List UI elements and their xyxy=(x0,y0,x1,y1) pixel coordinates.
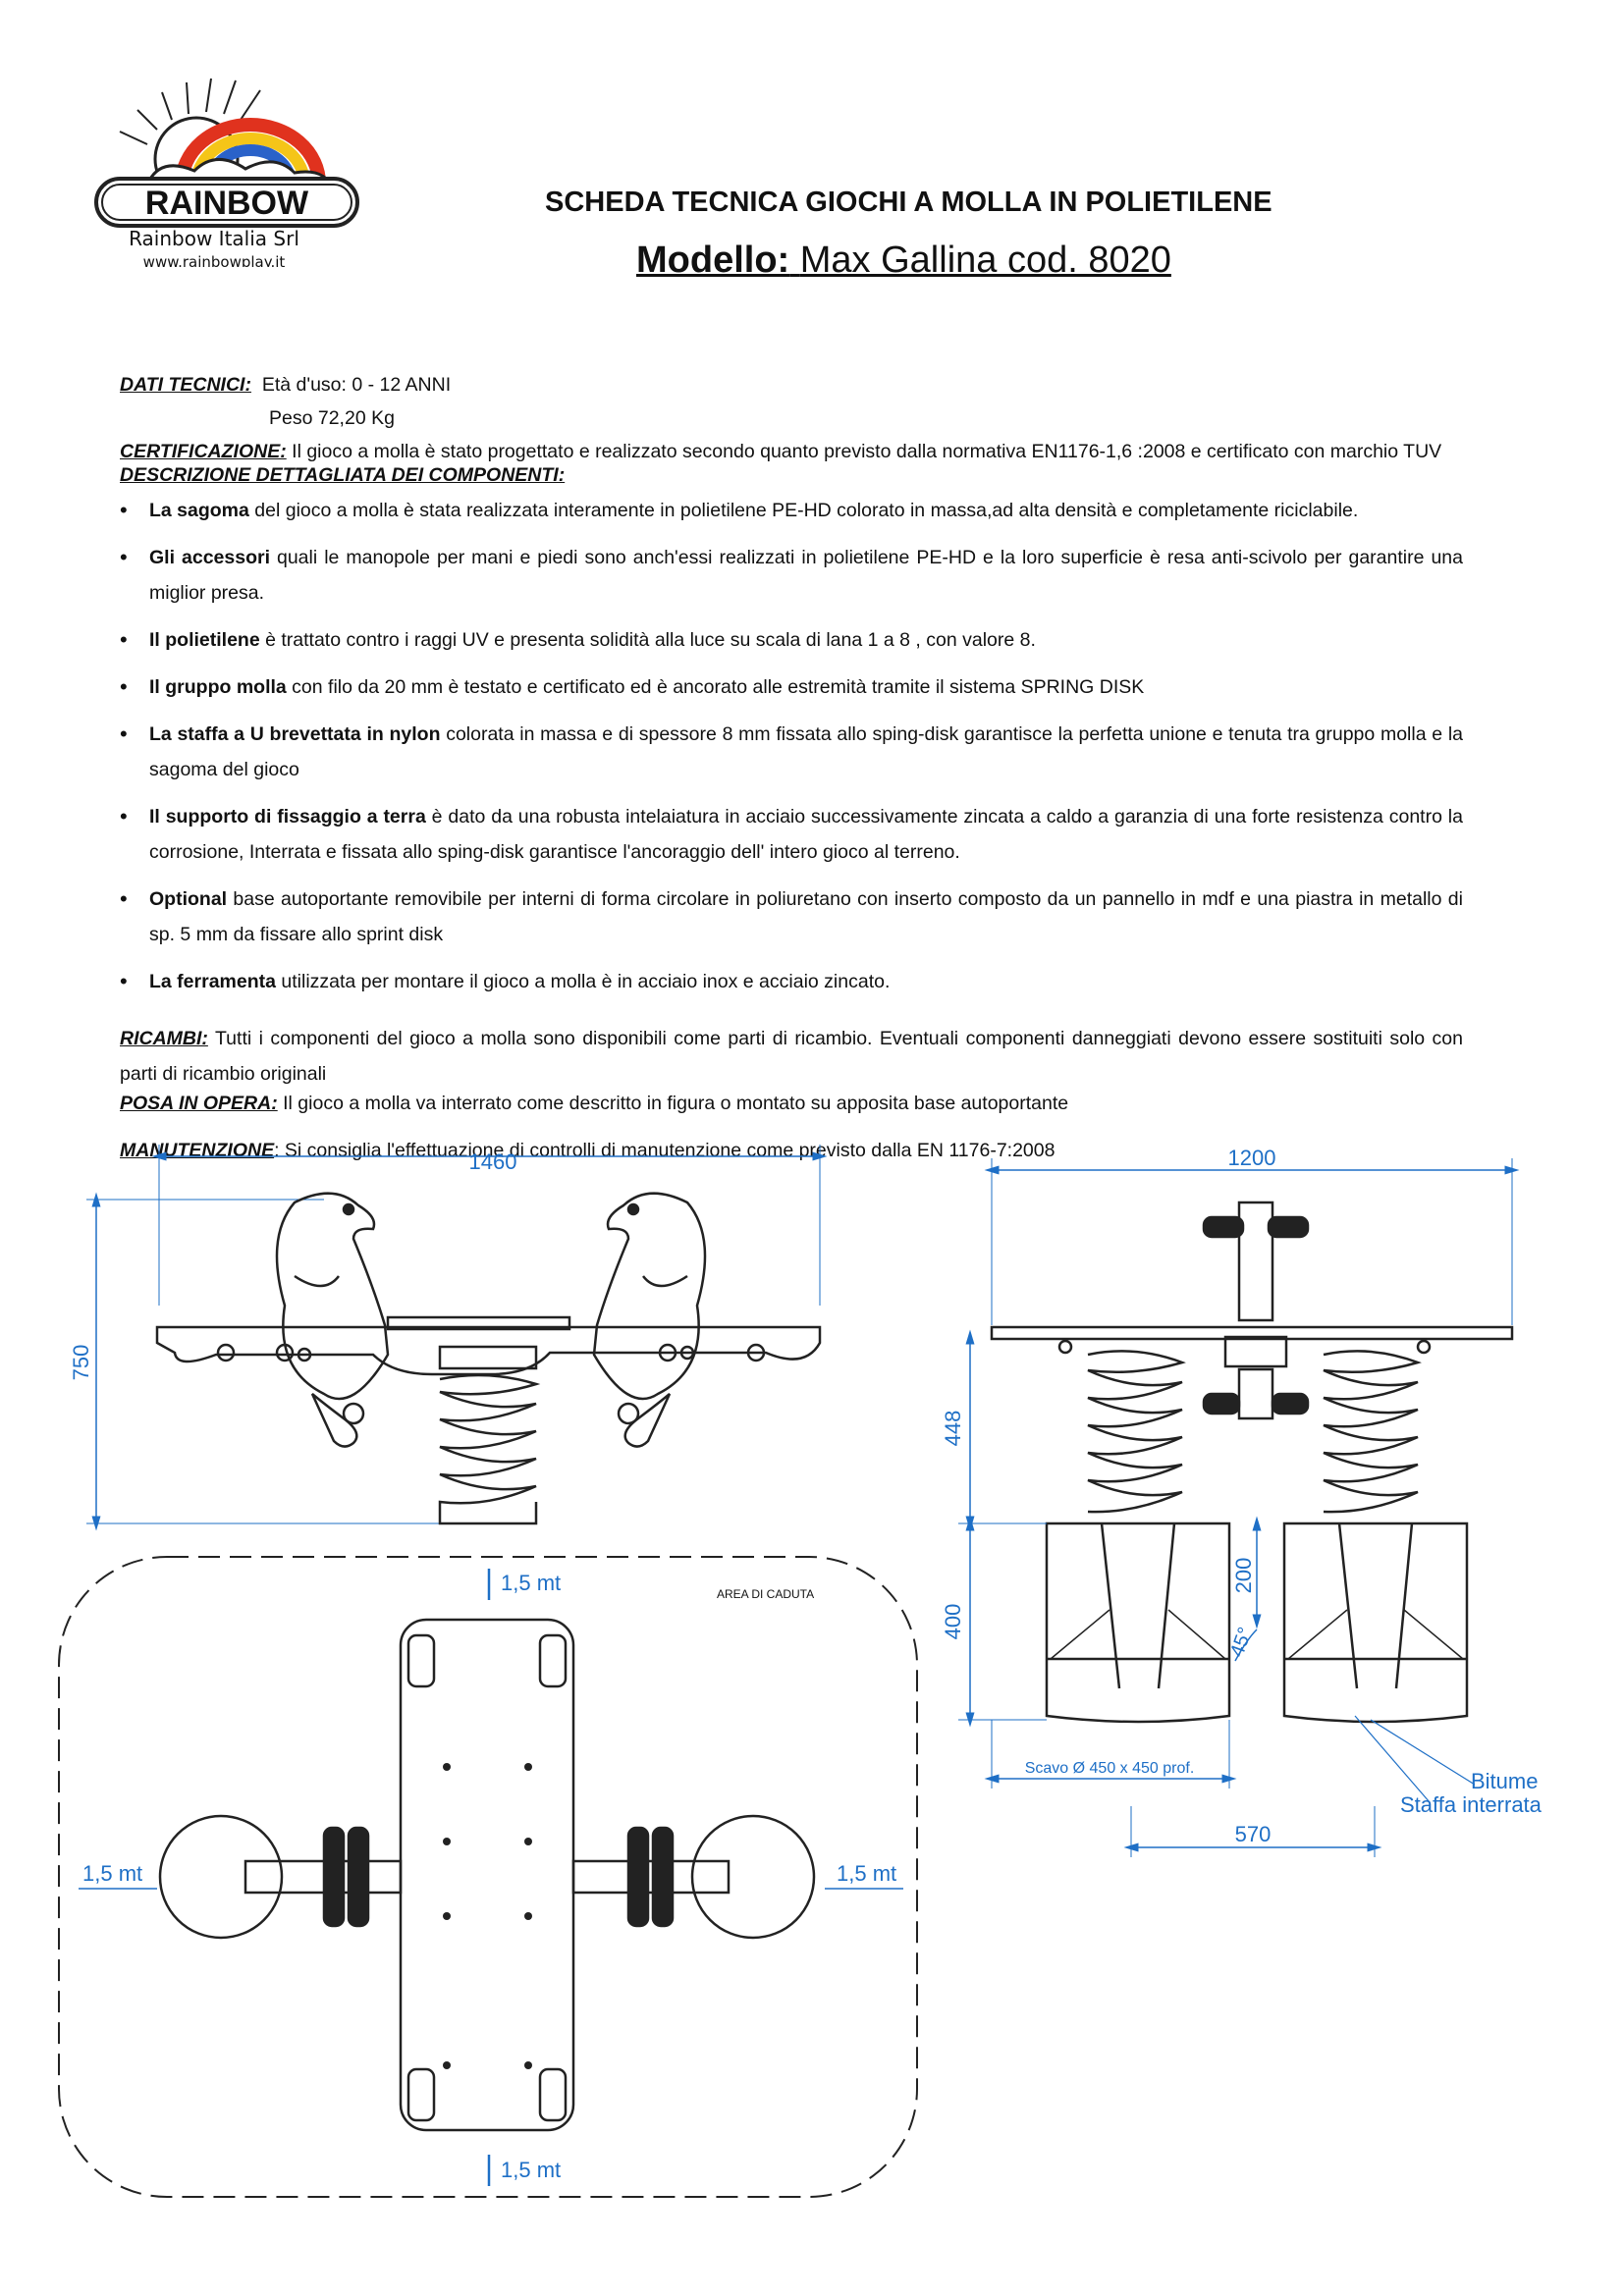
logo-brand-text: RAINBOW xyxy=(145,185,309,222)
model-value: Max Gallina cod. 8020 xyxy=(799,240,1171,281)
bitume-label: Bitume xyxy=(1471,1769,1538,1793)
item-text: utilizzata per montare il gioco a molla … xyxy=(275,971,891,992)
seat-beam xyxy=(155,1325,822,1376)
ricambi-label: RICAMBI: xyxy=(120,1028,208,1049)
plan-left-handle xyxy=(322,1826,346,1928)
list-item: Optional base autoportante removibile pe… xyxy=(120,881,1463,952)
item-bold: Il polietilene xyxy=(149,629,260,651)
company-logo: RAINBOW Rainbow Italia Srl www.rainbowpl… xyxy=(88,71,373,271)
manutenzione-text: : Si consiglia l'effettuazione di contro… xyxy=(274,1140,1056,1161)
depth-value: 400 xyxy=(941,1604,965,1640)
list-item: La ferramenta utilizzata per montare il … xyxy=(120,964,1463,999)
item-text: è trattato contro i raggi UV e presenta … xyxy=(259,629,1036,651)
handle-post xyxy=(1237,1201,1274,1322)
item-bold: La ferramenta xyxy=(149,971,276,992)
peso-value: Peso 72,20 Kg xyxy=(269,407,395,429)
list-item: Il polietilene è trattato contro i raggi… xyxy=(120,622,1463,658)
front-height-value: 750 xyxy=(69,1345,93,1381)
ground-block-left xyxy=(1045,1522,1231,1724)
technical-text: DATI TECNICI: Età d'uso: 0 - 12 ANNI Pes… xyxy=(120,373,1463,1162)
eta-uso: Età d'uso: 0 - 12 ANNI xyxy=(261,374,452,396)
item-bold: Optional xyxy=(149,888,228,910)
foot-grip-left xyxy=(1202,1392,1241,1415)
plan-right-ring xyxy=(690,1814,816,1940)
components-list: La sagoma del gioco a molla è stata real… xyxy=(120,493,1463,999)
posa-text: Il gioco a molla va interrato come descr… xyxy=(277,1093,1069,1114)
item-bold: Gli accessori xyxy=(149,547,270,568)
side-spring-left xyxy=(1087,1350,1186,1514)
list-item: Gli accessori quali le manopole per mani… xyxy=(120,540,1463,611)
item-bold: Il supporto di fissaggio a terra xyxy=(149,806,426,828)
model-heading: Modello: Max Gallina cod. 8020 xyxy=(636,240,1171,282)
left-foot-rest xyxy=(310,1393,358,1448)
foot-grip-right xyxy=(1271,1392,1310,1415)
certificazione-text: Il gioco a molla è stato progettato e re… xyxy=(292,441,1442,462)
item-text: colorata in massa e di spessore 8 mm fis… xyxy=(149,723,1463,780)
plan-top-dimension: 1,5 mt xyxy=(501,1571,561,1595)
seat-pad xyxy=(386,1315,571,1331)
plan-seat xyxy=(399,1618,575,2132)
fall-area-label: AREA DI CADUTA xyxy=(717,1587,814,1601)
side-bracket xyxy=(1223,1335,1288,1368)
item-text: base autoportante removibile per interni… xyxy=(149,888,1463,945)
certificazione-label: CERTIFICAZIONE: xyxy=(120,441,287,462)
right-chicken-shape xyxy=(592,1192,707,1401)
side-spring-right xyxy=(1323,1350,1422,1514)
ricambi-row: RICAMBI: Tutti i componenti del gioco a … xyxy=(120,1021,1463,1092)
plan-right-dimension: 1,5 mt xyxy=(837,1861,896,1886)
item-bold: La staffa a U brevettata in nylon xyxy=(149,723,441,745)
list-item: Il supporto di fissaggio a terra è dato … xyxy=(120,799,1463,870)
descrizione-label: DESCRIZIONE DETTAGLIATA DEI COMPONENTI: xyxy=(120,464,566,486)
offset-value: 570 xyxy=(1235,1822,1272,1846)
plan-right-handle xyxy=(626,1826,650,1928)
side-seat xyxy=(990,1325,1514,1341)
manutenzione-label: MANUTENZIONE xyxy=(120,1140,275,1161)
certificazione-row: CERTIFICAZIONE: Il gioco a molla è stato… xyxy=(120,440,1463,463)
dati-tecnici-row: DATI TECNICI: Età d'uso: 0 - 12 ANNI xyxy=(120,373,1463,397)
left-chicken-shape xyxy=(275,1192,390,1401)
dati-tecnici-label: DATI TECNICI: xyxy=(120,374,251,396)
ricambi-text: Tutti i componenti del gioco a molla son… xyxy=(120,1028,1463,1085)
plan-left-ring xyxy=(158,1814,284,1940)
descrizione-heading-row: DESCRIZIONE DETTAGLIATA DEI COMPONENTI: xyxy=(120,463,1463,487)
model-label: Modello: xyxy=(636,240,790,281)
plan-right-bar xyxy=(571,1859,731,1895)
front-spring xyxy=(438,1345,541,1525)
item-text: quali le manopole per mani e piedi sono … xyxy=(149,547,1463,604)
posa-row: POSA IN OPERA: Il gioco a molla va inter… xyxy=(120,1092,1463,1115)
plan-left-bar xyxy=(244,1859,403,1895)
item-bold: La sagoma xyxy=(149,500,249,521)
spring-height-value: 448 xyxy=(941,1411,965,1447)
item-text: è dato da una robusta intelaiatura in ac… xyxy=(149,806,1463,863)
plan-view-drawing xyxy=(58,1556,918,2198)
logo-company-text: Rainbow Italia Srl xyxy=(129,227,299,250)
half-depth-value: 200 xyxy=(1231,1558,1256,1594)
item-bold: Il gruppo molla xyxy=(149,676,287,698)
staffa-label: Staffa interrata xyxy=(1400,1792,1543,1817)
side-view-drawing xyxy=(958,1158,1520,1857)
plan-left-dimension: 1,5 mt xyxy=(82,1861,142,1886)
angle-value: 45° xyxy=(1226,1625,1257,1660)
right-foot-rest xyxy=(623,1393,672,1448)
logo-website-text: www.rainbowplay.it xyxy=(143,253,286,267)
ground-block-right xyxy=(1282,1522,1469,1724)
sheet-title: SCHEDA TECNICA GIOCHI A MOLLA IN POLIETI… xyxy=(545,187,1272,218)
item-text: del gioco a molla è stata realizzata int… xyxy=(248,500,1359,521)
list-item: La staffa a U brevettata in nylon colora… xyxy=(120,717,1463,787)
plan-bottom-dimension: 1,5 mt xyxy=(501,2158,561,2182)
rainbow-logo-graphic: RAINBOW Rainbow Italia Srl www.rainbowpl… xyxy=(94,78,359,271)
posa-label: POSA IN OPERA: xyxy=(120,1093,278,1114)
list-item: Il gruppo molla con filo da 20 mm è test… xyxy=(120,669,1463,705)
list-item: La sagoma del gioco a molla è stata real… xyxy=(120,493,1463,528)
item-text: con filo da 20 mm è testato e certificat… xyxy=(286,676,1145,698)
excavation-label: Scavo Ø 450 x 450 prof. xyxy=(1025,1760,1195,1777)
manutenzione-row: MANUTENZIONE: Si consiglia l'effettuazio… xyxy=(120,1139,1463,1162)
fall-area-boundary xyxy=(58,1556,918,2198)
front-view-drawing xyxy=(86,1145,828,1531)
peso-row: Peso 72,20 Kg xyxy=(269,406,1463,430)
